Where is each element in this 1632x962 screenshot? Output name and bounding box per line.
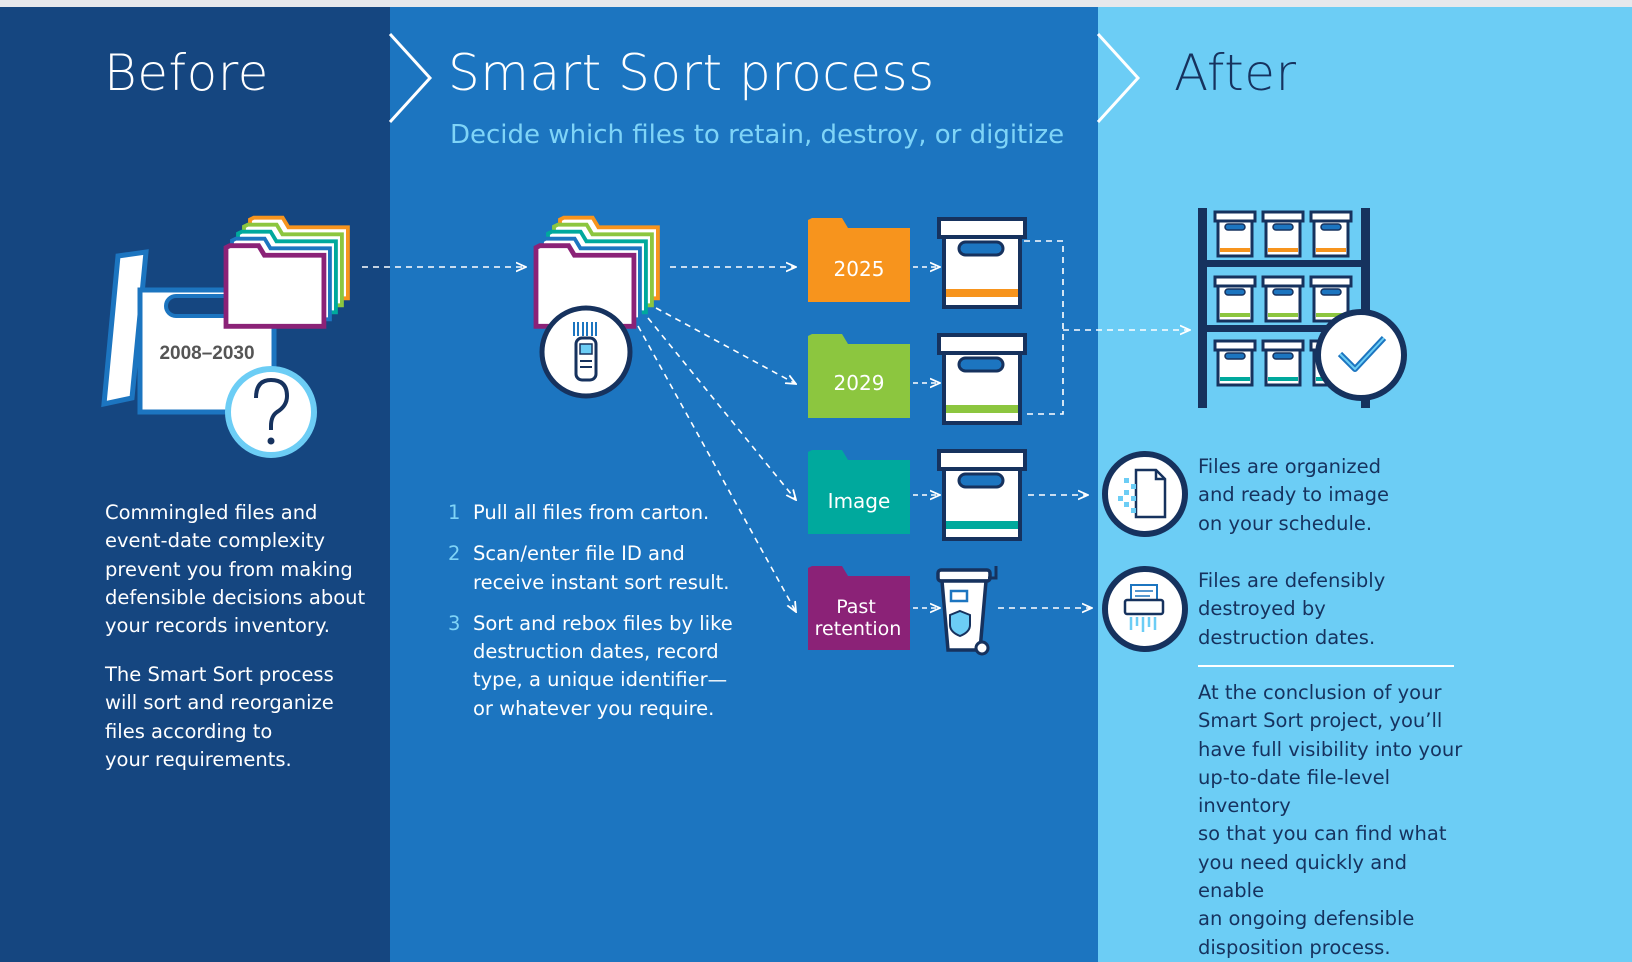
folder-image: Image <box>808 450 910 534</box>
storage-shelf-icon <box>1198 208 1370 408</box>
chevron-before-process <box>388 32 433 124</box>
svg-text:Image: Image <box>828 489 891 513</box>
chevron-process-after <box>1096 32 1141 124</box>
storage-box-icon <box>937 449 1027 541</box>
folder-past-retention: Past retention <box>808 566 910 650</box>
barcode-scanner-icon <box>539 305 633 399</box>
after-panel <box>1098 7 1632 962</box>
destroy-note: Files are defensibly destroyed by destru… <box>1198 569 1386 649</box>
process-heading: Smart Sort process <box>448 44 935 102</box>
before-heading: Before <box>104 44 269 102</box>
step-item: 2 Scan/enter file ID and receive instant… <box>448 542 730 594</box>
process-subtitle: Decide which files to retain, destroy, o… <box>450 120 1065 150</box>
top-strip <box>0 0 1632 7</box>
step-item: 1 Pull all files from carton. <box>448 501 710 524</box>
step-item: 3 Sort and rebox files by like destructi… <box>448 611 733 720</box>
question-mark-icon <box>225 366 317 458</box>
svg-text:retention: retention <box>815 618 902 640</box>
conclusion-text: At the conclusion of your Smart Sort pro… <box>1198 681 1463 959</box>
checkmark-icon <box>1315 309 1407 401</box>
image-note: Files are organized and ready to image o… <box>1198 455 1390 535</box>
shredder-icon <box>1102 566 1188 652</box>
shredding-bin-icon <box>936 566 998 656</box>
before-panel <box>0 7 390 962</box>
digitize-document-icon <box>1102 451 1188 537</box>
folder-2025: 2025 <box>808 218 910 302</box>
storage-box-icon <box>937 333 1027 425</box>
before-description: Commingled files and event-date complexi… <box>105 501 366 638</box>
process-steps: 1 Pull all files from carton. 2 Scan/ent… <box>448 499 748 736</box>
svg-text:Past: Past <box>836 596 876 618</box>
svg-text:2025: 2025 <box>834 257 885 281</box>
before-process-note: The Smart Sort process will sort and reo… <box>105 663 334 771</box>
after-divider <box>1198 665 1454 667</box>
folder-2029: 2029 <box>808 334 910 418</box>
file-stack-icon <box>226 215 350 327</box>
storage-box-icon <box>937 217 1027 309</box>
svg-text:2029: 2029 <box>834 371 885 395</box>
carton-date-range: 2008–2030 <box>159 343 254 364</box>
after-heading: After <box>1174 44 1297 102</box>
